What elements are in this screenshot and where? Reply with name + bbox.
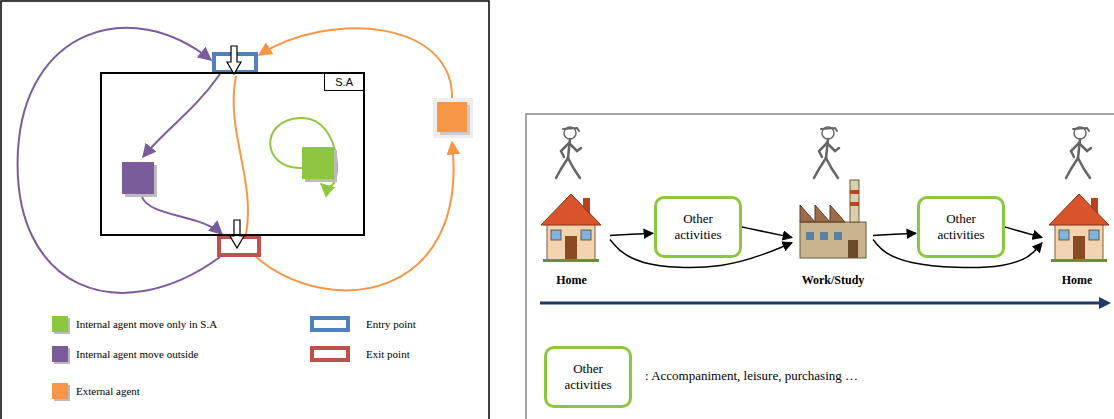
right-panel-frame xyxy=(526,114,1114,419)
activity-box: Other activities xyxy=(654,196,742,258)
left-panel-frame xyxy=(1,1,489,419)
legend-item: External agent xyxy=(52,383,140,399)
agent-path-green xyxy=(270,118,337,187)
entry-point xyxy=(227,46,241,74)
agent-path-orange xyxy=(259,28,452,100)
place-label: Home xyxy=(1062,273,1093,290)
entry-point xyxy=(214,46,256,74)
activity-label: Other activities xyxy=(661,211,735,242)
legend-text: Internal agent move outside xyxy=(76,348,199,360)
walker-figure xyxy=(814,127,839,178)
agent-path-purple xyxy=(18,28,220,293)
home-node: Home xyxy=(1043,185,1111,290)
factory-icon xyxy=(800,205,845,222)
agent-path-purple xyxy=(18,28,222,293)
timeline-arrow xyxy=(1099,297,1111,309)
agent-path-orange xyxy=(234,76,248,234)
exit-point xyxy=(230,220,244,248)
agent-path-green xyxy=(270,118,337,187)
exit-point xyxy=(219,220,259,255)
walker-figure xyxy=(556,127,581,178)
walker-figure xyxy=(556,127,1091,178)
legend-swatch xyxy=(52,383,68,399)
activity-box-sample: Other activities xyxy=(544,346,632,408)
factory-icon xyxy=(848,240,858,258)
internal-only-agent xyxy=(302,147,337,182)
home-icon xyxy=(1049,194,1109,262)
flow-arrow xyxy=(873,233,916,235)
legend-swatch xyxy=(310,346,350,362)
internal-outside-agent xyxy=(122,162,154,194)
flow-arrow xyxy=(742,227,792,238)
external-agent xyxy=(433,98,473,138)
legend-text: Exit point xyxy=(366,348,410,360)
flow-arrow xyxy=(610,233,653,235)
flow-arrow xyxy=(1005,227,1042,238)
legend-text: External agent xyxy=(76,385,140,397)
agent-path-purple xyxy=(143,74,220,157)
place-label: Home xyxy=(556,273,587,290)
agent-path-orange xyxy=(256,142,454,290)
external-agent xyxy=(433,98,473,138)
factory-icon xyxy=(850,190,859,194)
factory-icon xyxy=(820,232,828,240)
legend-item: Internal agent move only in S.A xyxy=(52,316,217,332)
legend-text: Entry point xyxy=(366,318,416,330)
home-icon xyxy=(1049,194,1109,262)
legend-text: Internal agent move only in S.A xyxy=(76,318,217,330)
legend-swatch xyxy=(52,346,68,362)
work-node: Work/Study xyxy=(793,185,873,290)
activity-box: Other activities xyxy=(917,196,1005,258)
agent-path-orange xyxy=(234,28,454,290)
agent-path-purple xyxy=(142,197,222,234)
legend-item: Exit point xyxy=(310,346,410,362)
legend-swatch xyxy=(52,316,68,332)
internal-outside-agent xyxy=(122,162,157,197)
walker-figure xyxy=(1066,127,1091,178)
factory-icon xyxy=(806,232,814,240)
factory-icon xyxy=(800,222,866,258)
legend-item: Internal agent move outside xyxy=(52,346,199,362)
legend-swatch xyxy=(310,316,350,332)
factory-icon xyxy=(850,202,859,206)
home-icon xyxy=(541,194,601,262)
activity-label: Other activities xyxy=(924,211,998,242)
left-panel-frame xyxy=(1,1,489,419)
factory-icon xyxy=(834,232,842,240)
study-area-region: S.A xyxy=(100,72,365,236)
internal-only-agent xyxy=(302,147,334,179)
factory-icon xyxy=(800,180,866,258)
timeline-arrow xyxy=(540,302,1100,305)
region-label: S.A xyxy=(324,74,363,91)
home-icon xyxy=(541,194,601,262)
activity-label: Other activities xyxy=(551,361,625,392)
factory-icon xyxy=(850,180,859,222)
timeline-arrow xyxy=(540,297,1111,309)
legend-description: : Accompaniment, leisure, purchasing … xyxy=(645,368,858,384)
external-agent xyxy=(437,102,467,132)
right-panel-frame xyxy=(526,114,1114,419)
home-node: Home xyxy=(533,185,610,290)
place-label: Work/Study xyxy=(802,273,865,290)
legend-item: Entry point xyxy=(310,316,416,332)
